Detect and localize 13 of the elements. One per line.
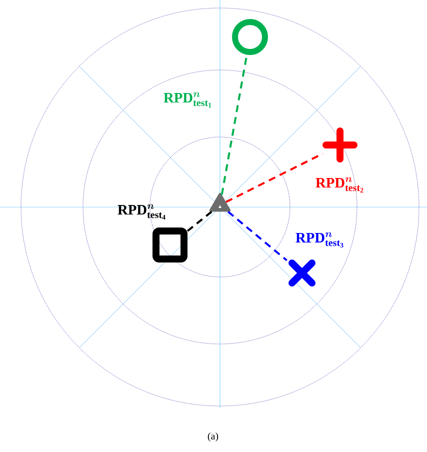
- dashed-line: [186, 210, 212, 232]
- plus-marker: [322, 128, 358, 162]
- cross-marker: [288, 260, 316, 286]
- square-marker: [152, 228, 188, 262]
- edge-label: $\mathbf{RPD}^{\bm{n}}_{\mathbf{test}_{\mathbf{2}}}$: [316, 177, 364, 193]
- edge-label: $\mathbf{RPD}^{\bm{n}}_{\mathbf{test}_{\mathbf{1}}}$: [164, 92, 212, 108]
- ring-marker: [232, 19, 268, 55]
- triangle-marker: [209, 192, 231, 212]
- dashed-line: [226, 152, 324, 203]
- edge-label: $\mathbf{RPD}^{\bm{n}}_{\mathbf{test}_{\mathbf{4}}}$: [118, 204, 166, 220]
- caption: (a): [208, 432, 218, 442]
- edge-label: $\mathbf{RPD}^{\bm{n}}_{\mathbf{test}_{\mathbf{3}}}$: [296, 232, 344, 248]
- dashed-line: [227, 210, 288, 262]
